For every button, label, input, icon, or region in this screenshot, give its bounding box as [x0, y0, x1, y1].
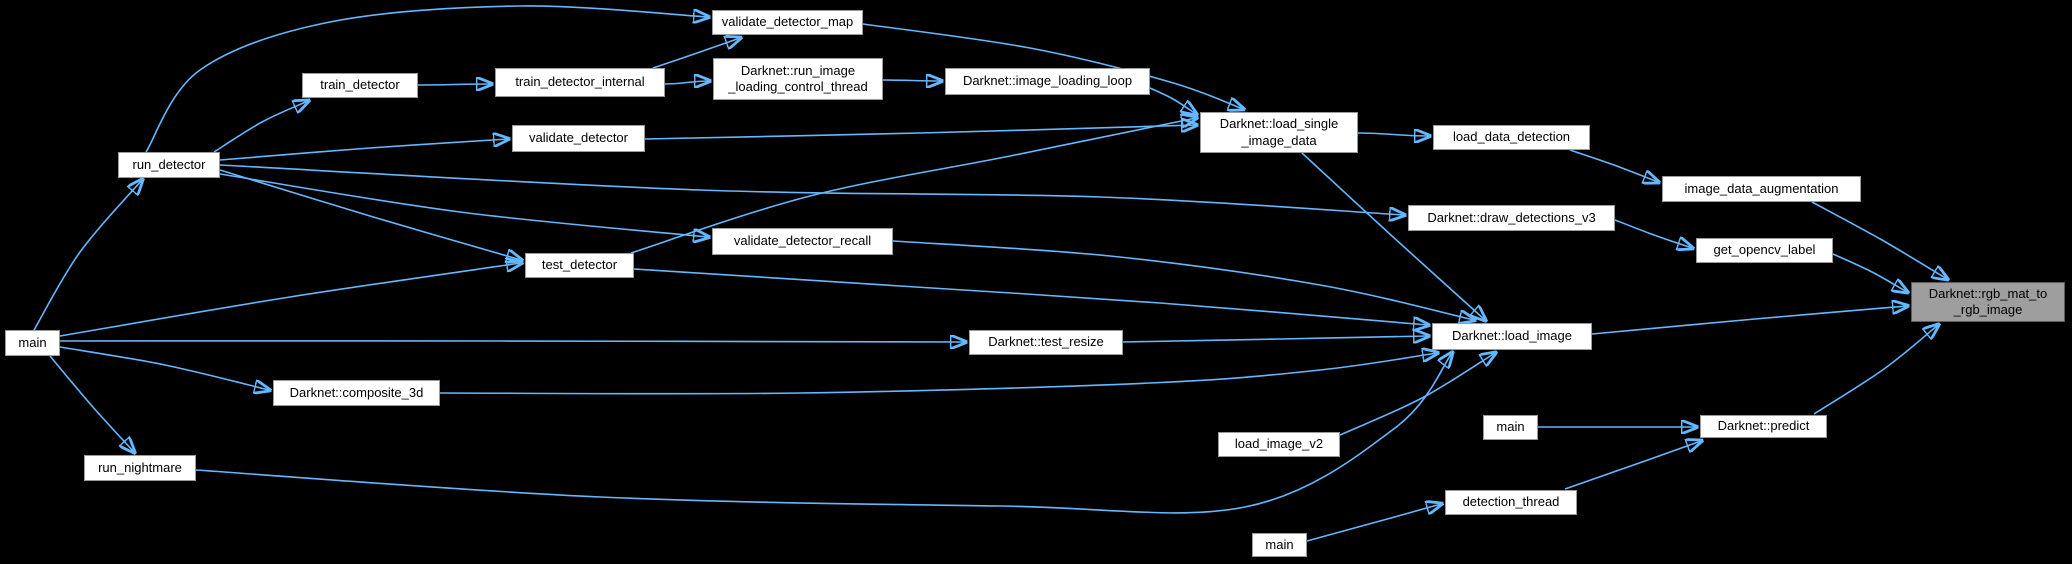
node-load-image[interactable]: Darknet::load_image — [1432, 323, 1592, 350]
edge-composite-3d-to-load-image — [439, 353, 1437, 395]
node-test-resize[interactable]: Darknet::test_resize — [969, 330, 1123, 355]
edge-validate-detector-map-to-load-single-image-data — [862, 23, 1243, 109]
node-validate-detector[interactable]: validate_detector — [512, 125, 645, 152]
node-image-loading-loop[interactable]: Darknet::image_loading_loop — [945, 68, 1150, 95]
edge-load-data-detection-to-image-data-augmentation — [1569, 149, 1658, 182]
edge-main-1-to-run-nightmare — [49, 355, 134, 452]
edge-main-3-to-detection-thread — [1306, 504, 1441, 542]
edge-run-detector-to-validate-detector-recall — [219, 173, 708, 237]
edge-train-detector-internal-to-run-image-loading-control-thread — [664, 81, 709, 84]
node-image-data-augmentation[interactable]: image_data_augmentation — [1662, 176, 1861, 202]
edge-get-opencv-label-to-rgb-mat-to-rgb-image — [1832, 253, 1907, 292]
edge-main-1-to-run-detector — [33, 180, 142, 331]
node-load-data-detection[interactable]: load_data_detection — [1433, 125, 1590, 150]
node-test-detector[interactable]: test_detector — [525, 253, 634, 278]
node-run-image-loading-control-thread[interactable]: Darknet::run_image _loading_control_thre… — [713, 58, 883, 100]
edge-validate-detector-recall-to-load-image — [892, 240, 1474, 320]
edge-main-1-to-composite-3d — [59, 346, 269, 390]
node-detection-thread[interactable]: detection_thread — [1445, 490, 1577, 515]
edge-draw-detections-v3-to-get-opencv-label — [1614, 219, 1692, 248]
node-get-opencv-label[interactable]: get_opencv_label — [1696, 238, 1833, 263]
edge-image-data-augmentation-to-rgb-mat-to-rgb-image — [1811, 201, 1947, 279]
edge-test-resize-to-load-image — [1122, 336, 1428, 342]
edge-run-nightmare-to-load-image — [195, 353, 1452, 514]
edge-load-image-v2-to-load-image — [1339, 353, 1495, 436]
edge-main-1-to-test-resize — [59, 341, 965, 342]
edge-test-detector-to-load-single-image-data — [630, 118, 1196, 254]
node-draw-detections-v3[interactable]: Darknet::draw_detections_v3 — [1408, 205, 1615, 231]
node-train-detector-internal[interactable]: train_detector_internal — [495, 68, 665, 97]
edge-train-detector-internal-to-validate-detector-map — [652, 38, 740, 69]
edge-load-single-image-data-to-load-data-detection — [1357, 133, 1429, 136]
node-rgb-mat-to-rgb-image[interactable]: Darknet::rgb_mat_to _rgb_image — [1911, 282, 2065, 322]
edge-train-detector-to-train-detector-internal — [417, 84, 491, 85]
edge-run-detector-to-validate-detector — [219, 139, 508, 161]
node-run-detector[interactable]: run_detector — [118, 152, 220, 178]
edge-load-single-image-data-to-load-image — [1301, 152, 1485, 320]
edge-run-detector-to-validate-detector-map — [145, 5, 708, 153]
edge-run-detector-to-draw-detections-v3 — [219, 164, 1404, 215]
node-main-3[interactable]: main — [1252, 533, 1307, 557]
edge-run-detector-to-test-detector — [219, 169, 521, 260]
node-load-image-v2[interactable]: load_image_v2 — [1218, 432, 1340, 457]
edge-image-loading-loop-to-load-single-image-data — [1149, 87, 1196, 114]
edge-run-detector-to-train-detector — [213, 101, 308, 153]
edge-validate-detector-to-load-single-image-data — [644, 125, 1196, 140]
edge-run-image-loading-control-thread-to-image-loading-loop — [882, 80, 941, 81]
node-load-single-image-data[interactable]: Darknet::load_single _image_data — [1200, 112, 1358, 153]
node-predict[interactable]: Darknet::predict — [1700, 415, 1827, 438]
edge-detection-thread-to-predict — [1564, 441, 1701, 490]
node-train-detector[interactable]: train_detector — [302, 73, 418, 98]
edge-predict-to-rgb-mat-to-rgb-image — [1813, 325, 1938, 415]
edge-main-1-to-test-detector — [59, 263, 521, 337]
node-validate-detector-recall[interactable]: validate_detector_recall — [712, 228, 893, 255]
edge-load-image-to-rgb-mat-to-rgb-image — [1591, 306, 1907, 335]
node-run-nightmare[interactable]: run_nightmare — [84, 455, 196, 481]
edge-test-detector-to-load-image — [633, 268, 1428, 325]
node-main-1[interactable]: main — [5, 330, 60, 356]
node-main-2[interactable]: main — [1483, 415, 1538, 440]
node-composite-3d[interactable]: Darknet::composite_3d — [273, 380, 440, 406]
node-validate-detector-map[interactable]: validate_detector_map — [712, 10, 863, 35]
